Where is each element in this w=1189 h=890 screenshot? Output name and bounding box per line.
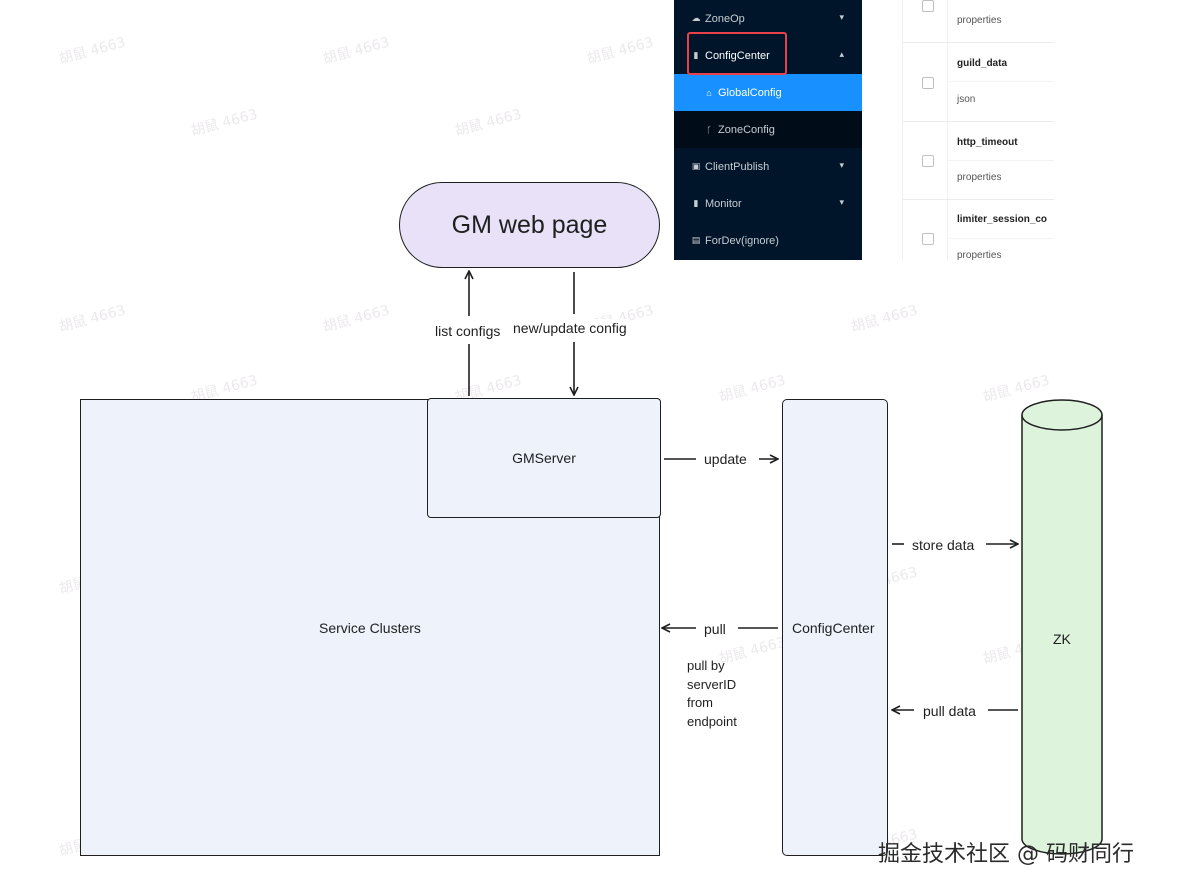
edge-label-pull: pull (704, 620, 726, 638)
gmserver-node: GMServer (427, 398, 661, 518)
cloud-icon: ☁ (691, 13, 701, 23)
config-type: json (957, 94, 976, 105)
pull-note-line: serverID (687, 676, 737, 692)
sidebar-item-label: GlobalConfig (718, 86, 782, 99)
home-icon: ⌂ (706, 87, 712, 98)
config-type: properties (957, 15, 1002, 26)
sidebar-item-monitor[interactable]: ▮ Monitor ▾ (674, 185, 862, 222)
sidebar-item-globalconfig[interactable]: ⌂ GlobalConfig (674, 74, 862, 111)
sidebar-item-fordev[interactable]: ▤ ForDev(ignore) (674, 222, 862, 259)
sidebar-item-label: ForDev(ignore) (705, 234, 779, 247)
row-checkbox[interactable] (922, 155, 934, 167)
edge-label-new-update-config: new/update config (513, 319, 627, 337)
row-checkbox[interactable] (922, 233, 934, 245)
sidebar-item-clientpublish[interactable]: ▣ ClientPublish ▾ (674, 148, 862, 185)
gmserver-label: GMServer (512, 450, 576, 466)
column-divider (947, 0, 948, 260)
row-divider (903, 199, 1054, 200)
sidebar-item-zoneop[interactable]: ☁ ZoneOp ▾ (674, 0, 862, 37)
sidebar-menu: ☁ ZoneOp ▾ ▮ ConfigCenter ▴ ⌂ GlobalConf… (674, 0, 862, 260)
config-name[interactable]: http_timeout (957, 137, 1018, 148)
branch-icon: ᚴ (706, 124, 712, 135)
pull-note-line: endpoint (687, 713, 737, 729)
service-clusters-label: Service Clusters (319, 620, 421, 636)
edge-label-list-configs: list configs (435, 322, 501, 340)
config-type: properties (957, 172, 1002, 183)
file-icon: ▤ (691, 235, 701, 245)
pull-note-line: from (687, 695, 713, 710)
edge-label-store-data: store data (912, 536, 975, 554)
sidebar-item-label: ZoneOp (705, 12, 745, 25)
pull-note-line: pull by (687, 658, 725, 673)
configcenter-node (782, 399, 888, 856)
bar-chart-icon: ▮ (693, 50, 699, 60)
config-table: properties guild_data json http_timeout … (902, 0, 1054, 260)
edge-label-pull-data: pull data (923, 702, 976, 720)
chevron-down-icon: ▾ (839, 160, 844, 170)
row-checkbox[interactable] (922, 0, 934, 12)
gm-web-page-node: GM web page (399, 182, 660, 268)
config-name[interactable]: guild_data (957, 58, 1008, 69)
gm-web-page-label: GM web page (451, 210, 608, 239)
row-inner-divider (947, 160, 1054, 161)
chevron-down-icon: ▾ (839, 197, 844, 207)
config-type: properties (957, 250, 1002, 260)
row-divider (903, 42, 1054, 43)
row-divider (903, 121, 1054, 122)
chevron-up-icon: ▴ (839, 49, 844, 59)
row-inner-divider (947, 81, 1054, 82)
highlight-box (687, 32, 787, 75)
footer-watermark: 掘金技术社区 @ 码财同行 (878, 842, 1134, 867)
sidebar-item-zoneconfig[interactable]: ᚴ ZoneConfig (674, 111, 862, 148)
sidebar-item-label: ClientPublish (705, 160, 770, 173)
chevron-down-icon: ▾ (839, 12, 844, 22)
configcenter-label: ConfigCenter (792, 620, 875, 636)
sidebar-item-label: Monitor (705, 197, 742, 210)
pull-note: pull by serverID from endpoint (687, 657, 737, 731)
sidebar-item-label: ZoneConfig (718, 123, 775, 136)
box-icon: ▣ (691, 161, 701, 171)
bar-chart-icon: ▮ (693, 198, 699, 208)
sidebar-item-label: ConfigCenter (705, 49, 770, 62)
admin-screenshot: ☁ ZoneOp ▾ ▮ ConfigCenter ▴ ⌂ GlobalConf… (674, 0, 1054, 260)
zk-label: ZK (1053, 631, 1071, 647)
config-name[interactable]: limiter_session_co (957, 214, 1048, 225)
row-checkbox[interactable] (922, 77, 934, 89)
sidebar-item-configcenter[interactable]: ▮ ConfigCenter ▴ (674, 37, 862, 74)
edge-label-update: update (704, 450, 747, 468)
zk-cylinder (1021, 399, 1103, 855)
row-inner-divider (947, 238, 1054, 239)
